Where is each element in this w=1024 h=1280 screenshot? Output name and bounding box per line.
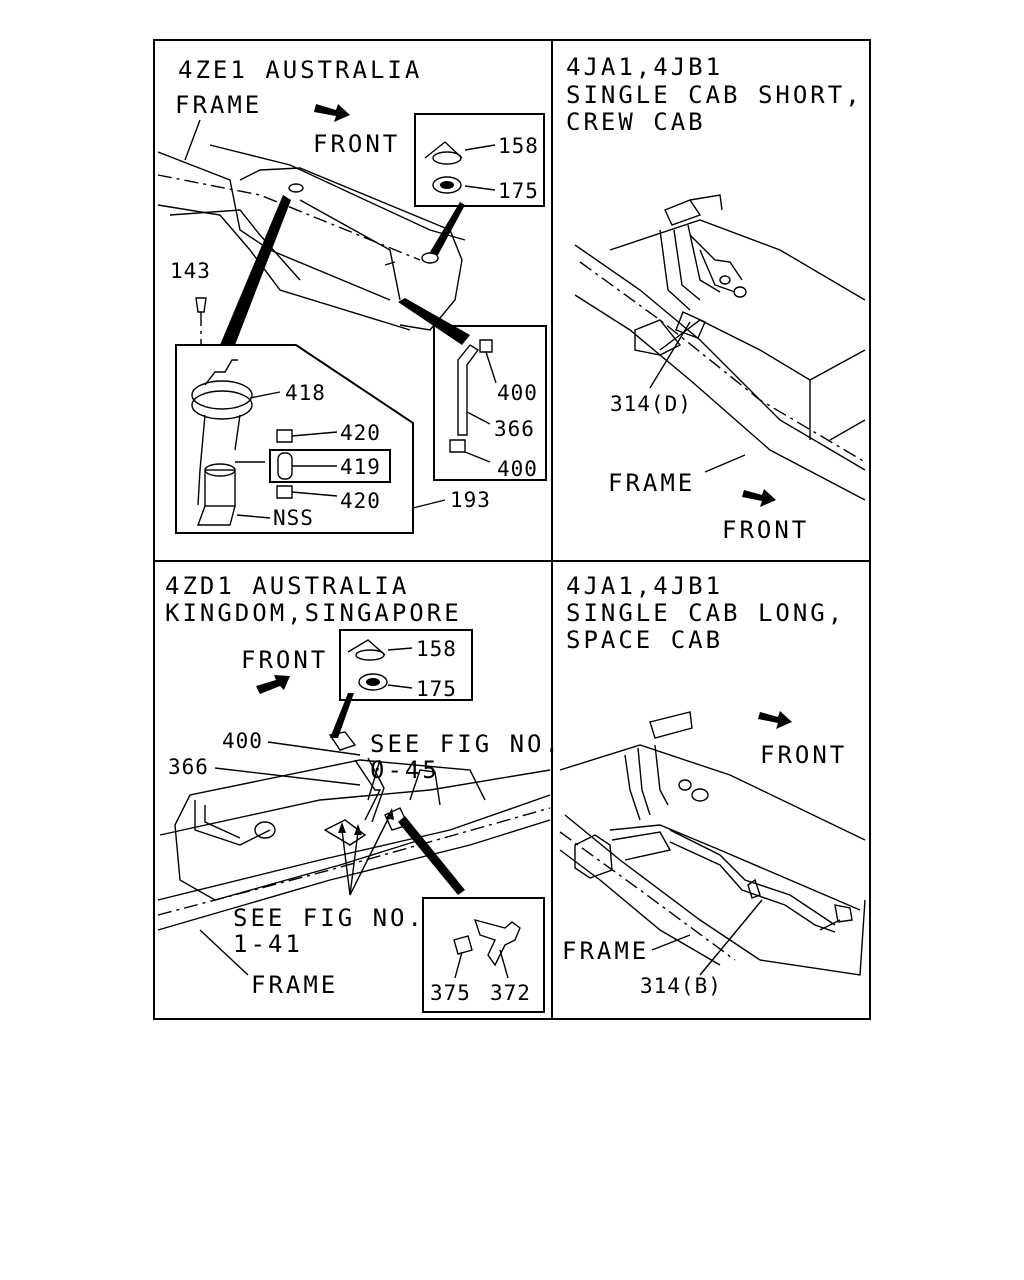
part-175: 175 <box>416 677 457 701</box>
part-372: 372 <box>490 981 531 1005</box>
bolt-icon <box>195 297 207 313</box>
part-175: 175 <box>498 179 539 203</box>
panel-heading-line2: KINGDOM,SINGAPORE <box>165 599 462 627</box>
fuel-tank-drawing <box>157 144 466 331</box>
part-158: 158 <box>498 134 539 158</box>
part-420-lower: 420 <box>340 489 381 513</box>
bracket-icon <box>473 918 521 967</box>
panel-heading-line3: CREW CAB <box>566 108 706 136</box>
fuel-hose-icon <box>457 344 480 436</box>
part-400-lower: 400 <box>497 457 538 481</box>
pump-module-box <box>175 344 414 534</box>
part-nss: NSS <box>273 506 314 530</box>
clamp-icon <box>276 429 293 443</box>
pointer-to-cap-box <box>330 693 354 738</box>
diagram-grid <box>153 39 871 1020</box>
pointer-to-hose-box <box>398 298 470 345</box>
part-420-upper: 420 <box>340 421 381 445</box>
pointer-to-bracket-box <box>398 816 465 895</box>
front-label: FRONT <box>313 130 400 158</box>
cap-detail-box <box>414 113 545 207</box>
frame-label: FRAME <box>175 91 262 119</box>
part-418: 418 <box>285 381 326 405</box>
frame-label: FRAME <box>562 937 649 965</box>
front-label: FRONT <box>722 516 809 544</box>
front-arrow-icon <box>314 104 350 122</box>
hose-419-box <box>269 449 391 483</box>
fuel-pump-icon <box>191 359 265 526</box>
cap-gasket-icon <box>347 639 386 656</box>
part-314d: 314(D) <box>610 392 692 416</box>
panel-4ze1-australia: 4ZE1 AUSTRALIA FRAME FRONT <box>157 56 547 534</box>
frame-drawing <box>574 194 866 501</box>
bracket-detail-box <box>422 897 545 1013</box>
fuel-tank-drawing <box>157 731 551 931</box>
part-143: 143 <box>170 259 211 283</box>
part-193: 193 <box>450 488 491 512</box>
front-arrow-icon <box>758 711 792 729</box>
panel-heading-line2: SINGLE CAB SHORT, <box>566 81 863 109</box>
part-419: 419 <box>340 455 381 479</box>
panel-heading-line2: SINGLE CAB LONG, <box>566 599 845 627</box>
panel-heading: 4ZE1 AUSTRALIA <box>178 56 422 84</box>
part-375: 375 <box>430 981 471 1005</box>
panel-heading-line1: 4ZD1 AUSTRALIA <box>165 572 409 600</box>
panel-4ja1-short-crew: 4JA1,4JB1 SINGLE CAB SHORT, CREW CAB 314… <box>566 53 866 544</box>
see-fig-a-line2: 0-45 <box>370 756 440 784</box>
cap-detail-box <box>339 629 473 701</box>
see-fig-b-line1: SEE FIG NO. <box>233 904 425 932</box>
cap-gasket-icon <box>424 141 463 159</box>
panel-heading-line3: SPACE CAB <box>566 626 723 654</box>
bolt-icon <box>453 935 473 955</box>
front-label: FRONT <box>241 646 328 674</box>
part-366: 366 <box>168 755 209 779</box>
panel-4zd1-australia: 4ZD1 AUSTRALIA KINGDOM,SINGAPORE FRONT 1… <box>157 572 562 1013</box>
pointer-to-pump <box>220 195 291 345</box>
pointer-to-cap-box <box>430 202 465 255</box>
panel-heading-line1: 4JA1,4JB1 <box>566 53 723 81</box>
hose-detail-box <box>433 325 547 481</box>
part-314b: 314(B) <box>640 974 722 998</box>
frame-drawing <box>559 711 866 976</box>
see-fig-b-line2: 1-41 <box>233 930 303 958</box>
part-400: 400 <box>222 729 263 753</box>
part-400-upper: 400 <box>497 381 538 405</box>
see-fig-a-line1: SEE FIG NO. <box>370 730 562 758</box>
clamp-icon-lower <box>276 485 293 499</box>
frame-label: FRAME <box>251 971 338 999</box>
hose-icon <box>277 452 293 480</box>
panel-heading-line1: 4JA1,4JB1 <box>566 572 723 600</box>
fuel-cap-icon <box>432 176 462 194</box>
frame-label: FRAME <box>608 469 695 497</box>
front-arrow-icon <box>742 489 776 507</box>
front-label: FRONT <box>760 741 847 769</box>
part-158: 158 <box>416 637 457 661</box>
fuel-cap-icon <box>358 673 388 691</box>
part-366: 366 <box>494 417 535 441</box>
panel-4ja1-long-space: 4JA1,4JB1 SINGLE CAB LONG, SPACE CAB FRO… <box>559 572 866 998</box>
front-arrow-icon <box>256 675 290 694</box>
